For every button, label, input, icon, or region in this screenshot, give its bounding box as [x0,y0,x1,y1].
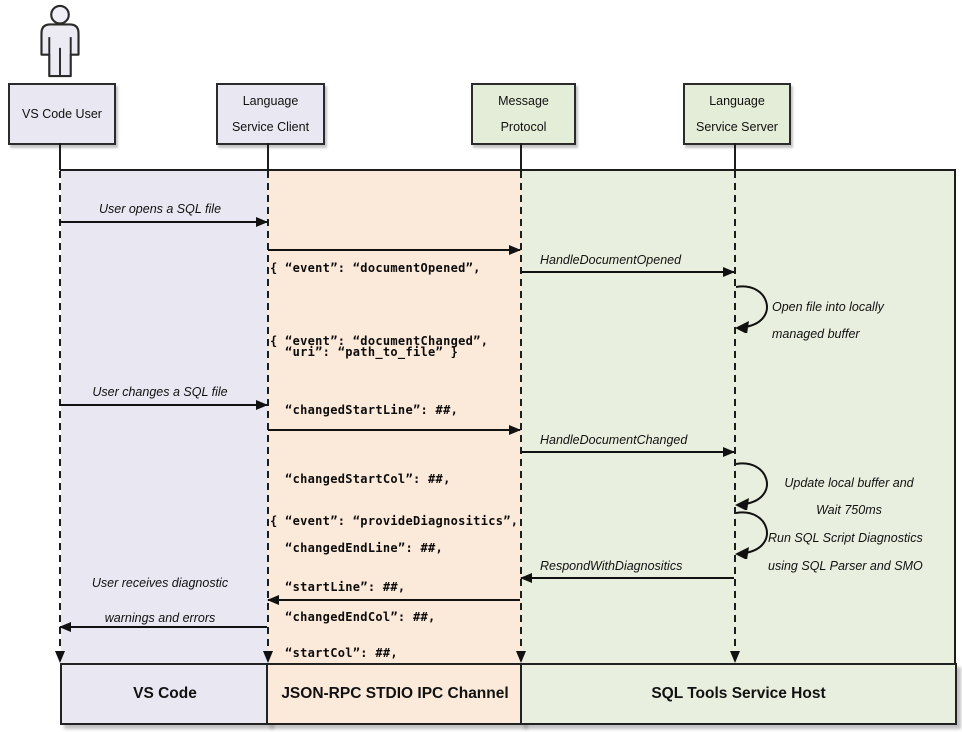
actor-box-language-service-client: Language Service Client [216,83,325,145]
lifeline-stub [267,143,269,170]
label-line: warnings and errors [104,611,216,625]
arrowhead-left-icon [267,595,279,605]
message-label-respond: RespondWithDiagnositics [540,559,683,573]
footer-box-service-host: SQL Tools Service Host [520,663,957,725]
message-arrow-open-file [60,217,268,227]
note-line: using SQL Parser and SMO [768,559,923,573]
json-line: “changedEndCol”: ##, [270,610,436,624]
actor-box-language-service-server: Language Service Server [683,83,791,145]
lifeline-service-server [734,171,736,651]
json-line: “uri”: “path_to_file” } [270,345,459,359]
json-line: “startLine”: ##, [270,580,406,594]
actor-label: Language [709,94,765,108]
json-line: { “event”: “documentChanged”, [270,334,489,348]
label-line: User receives diagnostic [91,576,229,590]
message-arrow-document-opened [268,245,521,255]
actor-label: VS Code User [22,107,102,121]
footer-label: SQL Tools Service Host [651,685,826,702]
band-vscode [61,171,268,663]
band-ipc-channel [268,171,521,663]
json-line: “changedEndLine”: ##, [270,541,444,555]
lifeline-end-arrow [263,651,273,663]
arrowhead-left-icon [520,573,532,583]
lifeline-message-protocol [520,171,522,651]
message-arrow-handle-opened [521,267,735,277]
note-line: Update local buffer and [784,476,914,490]
note-line: Wait 750ms [816,503,882,517]
note-line: Open file into locally [772,300,884,314]
lifeline-end-arrow [55,651,65,663]
self-loop-update-buffer-icon [735,462,768,510]
lifeline-end-arrow [730,651,740,663]
arrowhead-right-icon [256,217,268,227]
frame-right-line [954,169,956,663]
json-block-document-opened: { “event”: “documentOpened”, “uri”: “pat… [270,198,481,422]
message-label-handle-opened: HandleDocumentOpened [540,253,682,267]
actor-label: Protocol [500,120,547,134]
arrowhead-right-icon [509,245,521,255]
note-line: managed buffer [772,327,860,341]
message-arrow-change-file [60,400,268,410]
json-line: { “event”: “provideDiagnositics”, [270,514,519,528]
json-line: “startCol”: ##, [270,646,398,660]
self-loop-open-buffer-icon [735,285,768,333]
message-label-handle-changed: HandleDocumentChanged [540,433,688,447]
note-line: Run SQL Script Diagnostics [768,531,923,545]
footer-label: VS Code [133,685,197,702]
actor-label: Service Server [696,120,778,134]
lifeline-vscode-user [59,171,61,651]
actor-box-vscode-user: VS Code User [8,83,116,145]
message-arrow-document-changed [268,425,521,435]
json-line: { “event”: “documentOpened”, [270,261,481,275]
arrowhead-right-icon [723,447,735,457]
note-open-buffer: Open file into locally managed buffer [772,294,884,348]
lifeline-end-arrow [516,651,526,663]
footer-box-ipc-channel: JSON-RPC STDIO IPC Channel [266,663,524,725]
footer-box-vscode: VS Code [60,663,270,725]
message-label-receive-diagnostics: User receives diagnostic warnings and er… [60,566,260,636]
message-arrow-diagnostics-to-client [267,595,520,605]
message-label-open-file: User opens a SQL file [98,202,222,216]
band-service-host [521,171,955,663]
actor-box-message-protocol: Message Protocol [471,83,576,145]
note-update-buffer: Update local buffer and Wait 750ms [764,470,934,524]
arrowhead-left-icon [59,622,71,632]
message-arrow-handle-changed [521,447,735,457]
frame-top-line [60,169,956,171]
note-run-diagnostics: Run SQL Script Diagnostics using SQL Par… [768,524,923,580]
lifeline-stub [734,143,736,170]
person-icon [40,4,80,78]
json-line: “changedStartCol”: ##, [270,472,451,486]
actor-label: Service Client [231,120,310,134]
actor-label: Language [242,94,299,108]
lifeline-stub [59,143,61,170]
actor-label: Message [498,94,549,108]
self-loop-run-diagnostics-icon [735,511,768,559]
message-arrow-receive-diagnostics [59,622,267,632]
footer-label: JSON-RPC STDIO IPC Channel [281,685,509,702]
message-arrow-respond [520,573,734,583]
arrowhead-right-icon [256,400,268,410]
json-line: “changedStartLine”: ##, [270,403,459,417]
lifeline-service-client [267,171,269,651]
arrowhead-right-icon [509,425,521,435]
arrowhead-right-icon [723,267,735,277]
message-label-change-file: User changes a SQL file [92,385,228,399]
lifeline-stub [520,143,522,170]
